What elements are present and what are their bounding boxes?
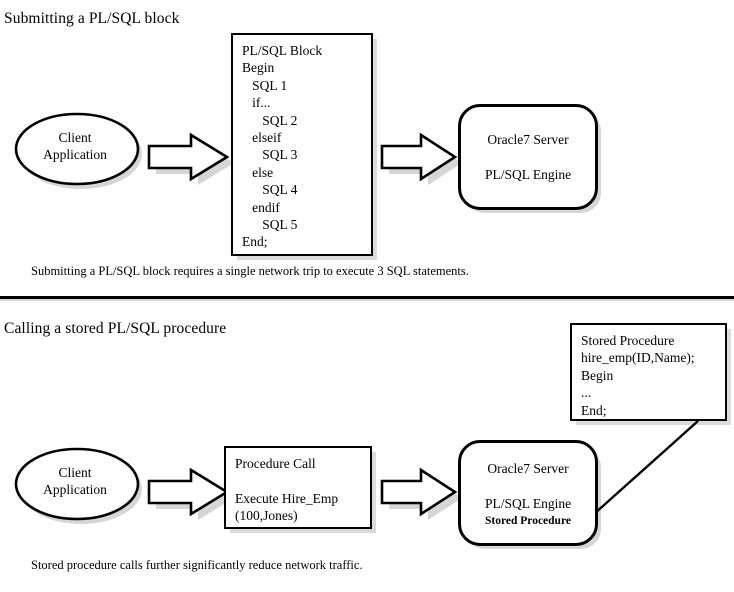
plsql-block-box: PL/SQL Block Begin SQL 1 if... SQL 2 els… <box>231 33 373 256</box>
oracle7-server-label-bottom: Oracle7 Server <box>487 461 569 476</box>
arrow-client-to-procedure-call <box>146 467 234 523</box>
procedure-call-execute-line: Execute Hire_Emp <box>235 491 339 506</box>
diagonal-line-icon <box>593 420 699 515</box>
client-application-label-line1-top: Client <box>58 130 92 145</box>
arrow-plsql-block-to-server <box>379 132 463 188</box>
procedure-call-title: Procedure Call <box>235 456 316 471</box>
block-arrow-right-icon <box>380 467 462 520</box>
procedure-call-box: Procedure Call Execute Hire_Emp (100,Jon… <box>224 446 372 529</box>
stored-procedure-box: Stored Procedure hire_emp(ID,Name); Begi… <box>570 323 727 421</box>
section-divider <box>0 296 734 299</box>
client-application-ellipse-top: Client Application <box>14 110 144 192</box>
section-title-submitting-block: Submitting a PL/SQL block <box>4 10 180 27</box>
block-arrow-right-icon <box>147 467 234 520</box>
client-application-label-line2-top: Application <box>43 147 107 162</box>
client-application-label-line2-bottom: Application <box>43 482 107 497</box>
procedure-call-args-line: (100,Jones) <box>235 508 298 523</box>
block-arrow-right-icon <box>380 132 462 185</box>
plsql-engine-label-top: PL/SQL Engine <box>484 167 572 182</box>
stored-procedure-sublabel: Stored Procedure <box>485 515 571 527</box>
ellipse-shape-icon <box>14 112 142 189</box>
client-application-ellipse-bottom: Client Application <box>14 445 144 527</box>
caption-bottom: Stored procedure calls further significa… <box>31 558 363 572</box>
section-title-calling-procedure: Calling a stored PL/SQL procedure <box>4 320 227 337</box>
connector-server-to-stored-procedure <box>590 418 710 518</box>
plsql-block-code-text: PL/SQL Block Begin SQL 1 if... SQL 2 els… <box>242 43 323 250</box>
stored-procedure-code-text: Stored Procedure hire_emp(ID,Name); Begi… <box>581 333 695 418</box>
client-application-label-line1-bottom: Client <box>58 465 92 480</box>
plsql-engine-label-bottom: PL/SQL Engine <box>484 496 572 511</box>
arrow-procedure-call-to-server <box>379 467 463 523</box>
oracle7-server-box-bottom: Oracle7 Server PL/SQL Engine Stored Proc… <box>458 440 598 546</box>
caption-top: Submitting a PL/SQL block requires a sin… <box>31 264 469 278</box>
oracle7-server-label-top: Oracle7 Server <box>487 132 569 147</box>
ellipse-shape-icon <box>14 447 142 524</box>
block-arrow-right-icon <box>147 132 234 185</box>
arrow-client-to-plsql-block <box>146 132 234 188</box>
oracle7-server-box-top: Oracle7 Server PL/SQL Engine <box>458 104 598 210</box>
